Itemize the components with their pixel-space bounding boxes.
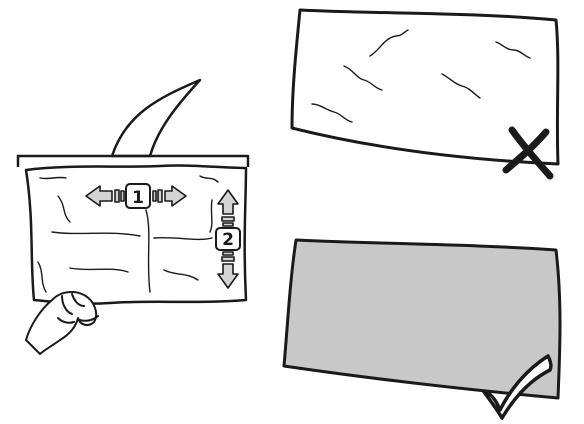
- result-wrinkles: [311, 29, 531, 123]
- good-result-panel: [282, 238, 562, 420]
- arrow-up-icon: [217, 189, 239, 215]
- arrow-down-icon: [217, 263, 239, 289]
- wrinkled-result-sheet: [290, 8, 560, 166]
- hand-icon: [25, 291, 99, 355]
- smooth-result-sheet: [282, 238, 562, 400]
- step-2-badge: 2: [215, 227, 241, 251]
- step-2-vertical-arrows: [217, 189, 239, 289]
- step-1-horizontal-arrows: [85, 185, 187, 207]
- arrow-right-icon: [164, 185, 187, 207]
- sheet-wrinkles: [37, 175, 219, 293]
- bad-result-panel: [290, 8, 560, 180]
- check-mark-icon: [482, 354, 553, 420]
- curved-tab: [110, 78, 202, 158]
- step-1-badge: 1: [125, 183, 151, 209]
- arrow-left-icon: [85, 185, 113, 207]
- step-1-number: 1: [132, 188, 144, 208]
- stretch-panel: 1 2: [16, 78, 250, 355]
- step-2-number: 2: [222, 230, 234, 250]
- cross-mark-icon: [502, 126, 554, 180]
- top-rail: [16, 154, 250, 167]
